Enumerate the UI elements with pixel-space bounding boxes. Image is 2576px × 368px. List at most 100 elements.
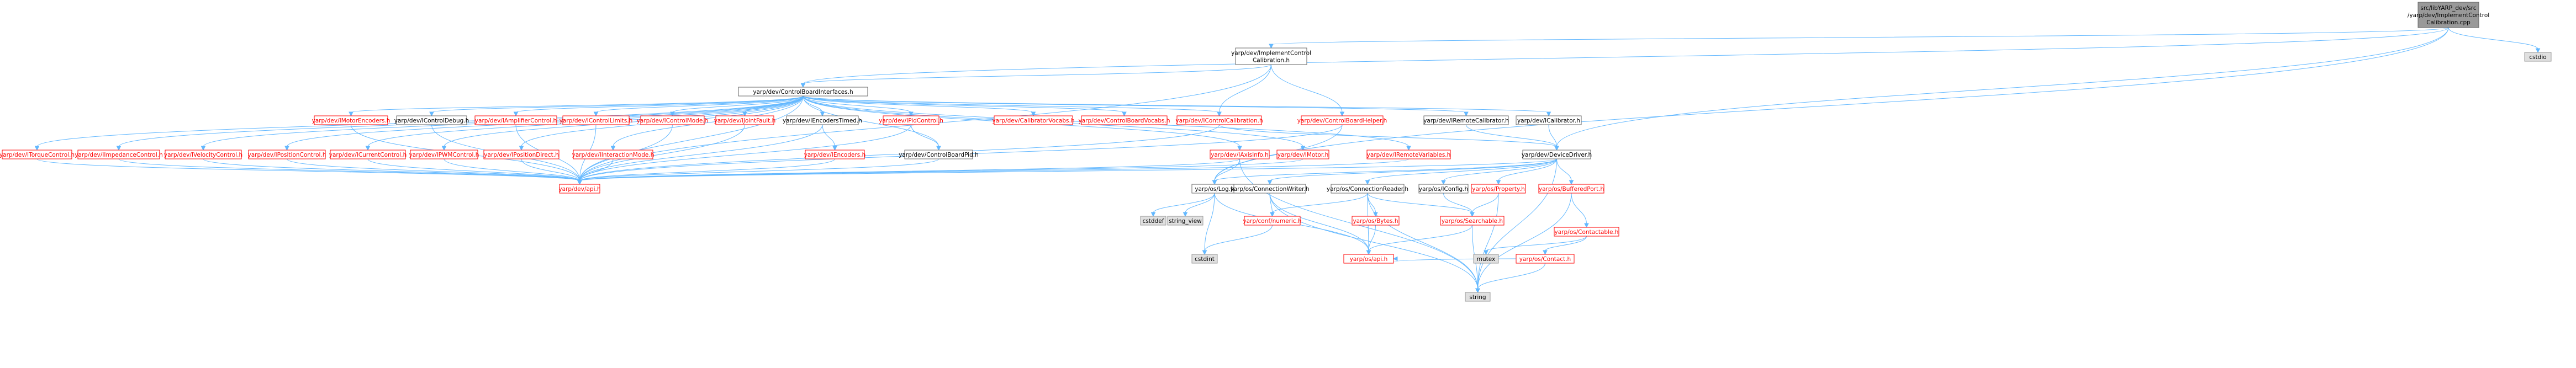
arrowhead-contactable-to-contact [1543,250,1548,255]
node-ijointfault[interactable]: yarp/dev/IJointFault.h [714,115,776,125]
node-connreader[interactable]: yarp/os/ConnectionReader.h [1327,184,1408,194]
edge-root-to-cbi [803,27,2449,84]
node-iaxisinfo[interactable]: yarp/dev/IAxisInfo.h [1210,150,1270,159]
edge-cbi-to-iintmode [613,95,804,147]
node-icbdebug[interactable]: yarp/dev/IControlDebug.h [394,115,469,125]
node-cbpid[interactable]: yarp/dev/ControlBoardPid.h [899,150,979,159]
edge-implh-to-cbi [803,64,1271,84]
node-box [1418,184,1469,194]
node-ictrlcal[interactable]: yarp/dev/IControlCalibration.h [1175,115,1263,125]
edge-iconfig-to-searchable [1443,193,1472,214]
arrowhead-root-to-implh [1269,44,1274,49]
node-box [738,87,868,97]
node-ipwm[interactable]: yarp/dev/IPWMControl.h [409,150,479,159]
node-label: yarp/dev/IControlCalibration.h [1175,118,1263,124]
edge-ivel-to-devapi [203,158,580,182]
arrowhead-connreader-to-convnum [1270,212,1275,217]
node-cstddef: cstddef [1140,216,1166,226]
node-iremvars[interactable]: yarp/dev/IRemoteVariables.h [1366,150,1451,159]
node-ictrllim[interactable]: yarp/dev/IControlLimits.h [559,115,633,125]
node-bufport[interactable]: yarp/os/BufferedPort.h [1538,184,1604,194]
arrowhead-cbi-to-ical [1546,111,1551,117]
node-label: cstdint [1195,256,1215,263]
node-osapi[interactable]: yarp/os/api.h [1343,254,1394,264]
edge-devdriver-to-bufport [1556,158,1572,182]
arrowhead-property-to-searchable [1470,212,1475,217]
node-box [1366,150,1451,159]
node-cbhelper[interactable]: yarp/dev/ControlBoardHelper.h [1297,115,1387,125]
node-iamp[interactable]: yarp/dev/IAmplifierControl.h [474,115,557,125]
node-label: cstddef [1143,218,1164,225]
edge-bufport-to-contactable [1571,193,1587,225]
node-label: Calibration.cpp [2426,19,2471,26]
node-box [1244,216,1301,226]
node-box [562,115,630,125]
node-ivel[interactable]: yarp/dev/IVelocityControl.h [164,150,242,159]
node-icur[interactable]: yarp/dev/ICurrentControl.h [329,150,407,159]
edge-cbi-to-cbpid [803,95,939,147]
edge-cbi-to-devapi [579,95,804,182]
node-contact[interactable]: yarp/os/Contact.h [1516,254,1575,264]
node-box [1343,254,1394,264]
node-iencoderstimed[interactable]: yarp/dev/IEncodersTimed.h [783,115,862,125]
arrowhead-cbi-to-iintmode [610,146,616,151]
arrowhead-cbi-to-ictrlcal [1217,111,1222,117]
node-box [1167,216,1203,226]
node-searchable[interactable]: yarp/os/Searchable.h [1440,216,1505,226]
arrowhead-implh-to-cbi [800,83,806,88]
edge-ical-to-devdriver [1548,124,1557,147]
edge-cbi-to-iamp [515,95,804,113]
node-iposdir[interactable]: yarp/dev/IPositionDirect.h [483,150,559,159]
node-imotenc[interactable]: yarp/dev/IMotorEncoders.h [312,115,390,125]
node-box [396,115,467,125]
edge-iencoders-to-devapi [579,158,835,182]
node-ipos[interactable]: yarp/dev/IPositionControl.h [248,150,326,159]
node-ictrlmode[interactable]: yarp/dev/IControlMode.h [637,115,709,125]
arrowhead-cbi-to-iremvars [1406,146,1411,151]
node-box [1235,47,1307,65]
node-label: yarp/dev/IPWMControl.h [409,152,479,158]
node-calibvocabs[interactable]: yarp/dev/CalibratorVocabs.h [992,115,1075,125]
node-property[interactable]: yarp/os/Property.h [1471,184,1526,194]
edge-connwriter-to-string [1269,193,1478,290]
node-label: yarp/os/IConfig.h [1419,186,1468,193]
edge-connreader-to-convnum [1272,193,1368,214]
node-devapi[interactable]: yarp/dev/api.h [558,184,601,194]
node-imotor[interactable]: yarp/dev/IMotor.h [1276,150,1329,159]
node-itorque[interactable]: yarp/dev/ITorqueControl.h [0,150,75,159]
node-contactable[interactable]: yarp/os/Contactable.h [1554,227,1619,237]
node-iintmode[interactable]: yarp/dev/IInteractionMode.h [572,150,654,159]
edge-cbi-to-ijointfault [745,95,804,113]
node-cbvocabs[interactable]: yarp/dev/ControlBoardVocabs.h [1079,115,1170,125]
node-box [1352,216,1400,226]
node-box [248,150,326,159]
node-iencoders[interactable]: yarp/dev/IEncoders.h [804,150,866,159]
node-box [1140,216,1166,226]
arrowhead-contact-to-string [1475,288,1480,294]
node-cstdio: cstdio [2524,52,2552,62]
node-devdriver[interactable]: yarp/dev/DeviceDriver.h [1522,150,1592,159]
node-box [1516,115,1582,125]
node-ipid[interactable]: yarp/dev/IPidControl.h [879,115,943,125]
node-label: yarp/dev/IAxisInfo.h [1211,152,1269,158]
node-connwriter[interactable]: yarp/os/ConnectionWriter.h [1230,184,1310,194]
node-iremcal[interactable]: yarp/dev/IRemoteCalibrator.h [1423,115,1509,125]
node-string_view: string_view [1167,216,1203,226]
node-iimped[interactable]: yarp/dev/IImpedanceControl.h [75,150,163,159]
node-bytes[interactable]: yarp/os/Bytes.h [1352,216,1400,226]
edge-property-to-searchable [1472,193,1499,214]
arrowhead-ical-to-devdriver [1554,146,1559,151]
node-cbi[interactable]: yarp/dev/ControlBoardInterfaces.h [738,87,868,97]
node-root[interactable]: src/libYARP_dev/src/yarp/dev/ImplementCo… [2408,2,2489,28]
node-oslog[interactable]: yarp/os/Log.h [1191,184,1238,194]
node-iconfig[interactable]: yarp/os/IConfig.h [1418,184,1469,194]
node-label: yarp/dev/ControlBoardPid.h [899,152,979,158]
node-convnum[interactable]: yarp/conf/numeric.h [1243,216,1302,226]
node-ical[interactable]: yarp/dev/ICalibrator.h [1516,115,1582,125]
arrowhead-devdriver-to-bufport [1569,180,1574,185]
arrowhead-cbi-to-iremcal [1464,111,1469,117]
edge-contact-to-osapi [1393,258,1517,263]
edge-root-to-implh [1271,27,2449,45]
arrowhead-devdriver-to-property [1496,180,1501,185]
